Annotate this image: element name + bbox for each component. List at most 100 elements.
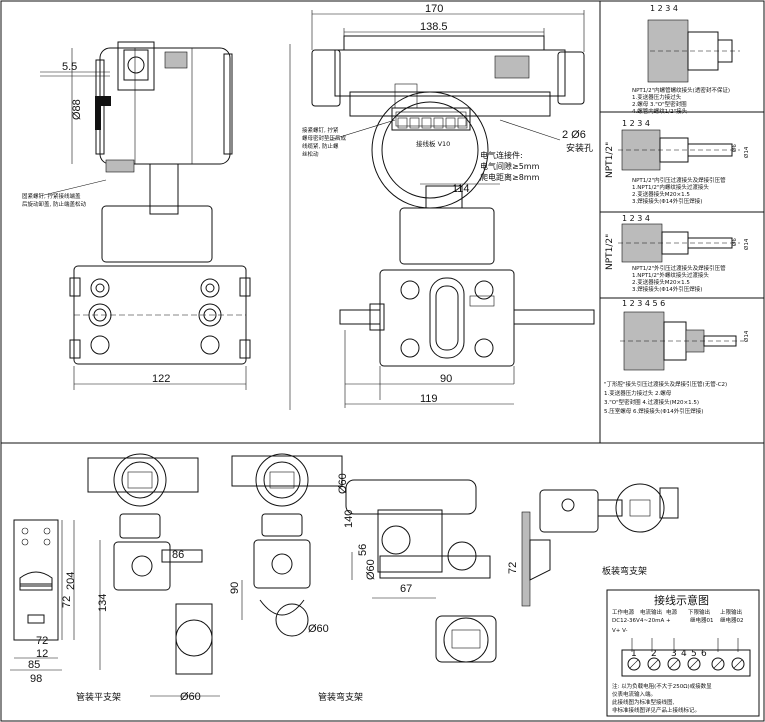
panel-3-line-1: NPT1/2"外引压过渡接头及焊接引压管	[632, 264, 726, 272]
dim-hole: 2 Ø6	[562, 129, 586, 141]
hole-label: 安装孔	[566, 142, 593, 154]
pipe-bend-bracket-drawing	[231, 453, 343, 637]
bracket-dim-67: 67	[400, 583, 412, 595]
plate-bend-bracket-drawing	[521, 483, 679, 607]
panel-2-dim: Ø14	[743, 146, 750, 158]
panel-4-line-2: 1.变送器压力接过头 2.螺母	[604, 389, 672, 397]
front-view	[289, 10, 595, 410]
wiring-diagram	[606, 589, 760, 717]
panel-3-dim: Ø14	[743, 238, 750, 250]
bracket-dim-72-bottom: 72	[36, 635, 48, 647]
panel-2-line-2: 1.NPT1/2"内螺纹接头过渡接头	[632, 183, 709, 191]
dim-5-5: 5.5	[62, 61, 77, 73]
panel-2-graphic	[618, 129, 740, 171]
bracket-dim-140: 140	[343, 510, 355, 528]
elec-title: 电气连接件:	[480, 150, 523, 160]
panel-2-nums: 1 2 3 4	[622, 119, 650, 128]
panel-2-line-3: 2.变送器接头M20×1.5	[632, 190, 690, 198]
panel-4-line-1: "丁形腔"接头引压过渡接头及焊接引压管(无管-C2)	[604, 380, 727, 388]
bracket-dim-60b: Ø60	[308, 623, 329, 635]
panel-3-side: NPT1/2"	[605, 234, 615, 270]
wiring-note-2: 仪表电流输入端。	[612, 690, 656, 698]
bracket-dim-134: 134	[97, 594, 109, 612]
wiring-title: 接线示意图	[654, 593, 709, 607]
wiring-row1-2: 电源	[666, 608, 678, 616]
panel-3-line-2: 1.NPT1/2"外螺纹接头过渡接头	[632, 271, 709, 279]
terminal-2: 2	[651, 649, 657, 659]
bracket-dim-56: 56	[357, 544, 369, 556]
front-note-4: 丝松动	[302, 150, 319, 158]
dim-114: 114	[452, 183, 470, 195]
side-view	[39, 41, 251, 390]
bracket-dim-60a: Ø60	[180, 691, 201, 703]
panel-1-line-3: 2.螺母 3."O"型密封圈	[632, 100, 687, 108]
dim-90: 90	[440, 373, 452, 385]
wiring-row1-1: 电流输出	[640, 608, 662, 616]
bracket-dim-72: 72	[61, 596, 73, 608]
dim-88: Ø88	[71, 99, 83, 120]
panel-4-graphic	[620, 311, 744, 371]
bracket-dim-90: 90	[229, 582, 241, 594]
wiring-note-4: 非标准接线图详见产品上接线标记。	[612, 706, 700, 714]
side-note-1: 固紧螺钉, 拧紧接线端盖	[22, 192, 81, 200]
terminal-6: 6	[701, 649, 707, 659]
wiring-note-1: 注: 以为负载电阻(不大于250Ω)或接数显	[612, 682, 712, 690]
panel-4-line-4: 5.压室螺母 6.焊接接头(Φ14外引压焊接)	[604, 407, 703, 415]
wiring-note-3: 此接线图为标准型接线图,	[612, 698, 675, 706]
wiring-row3: V+ V-	[612, 628, 628, 634]
bracket-dim-72c: 72	[507, 562, 519, 574]
bracket-dim-86: 86	[172, 549, 184, 561]
wiring-row2-4: 继电器02	[720, 616, 744, 624]
plate-bend-label: 板装弯支架	[602, 565, 647, 577]
bracket-dim-12: 12	[36, 648, 48, 660]
wiring-row2-2: +	[666, 618, 671, 624]
panel-3-nums: 1 2 3 4	[622, 214, 650, 223]
dim-122: 122	[152, 373, 170, 385]
bracket-dim-85: 85	[28, 659, 40, 671]
dim-170: 170	[425, 3, 443, 15]
elec-gap: 电气间隙≥5mm	[480, 161, 540, 171]
panel-3-graphic	[618, 223, 740, 263]
creep-distance: 爬电距离≥8mm	[480, 172, 540, 182]
front-note-2: 螺母密封垫压后成	[302, 134, 347, 142]
front-note-3: 线缆紧, 防止螺	[302, 142, 339, 150]
panel-3-line-3: 2.变送器接头M20×1.5	[632, 278, 690, 286]
panel-3-dim2: Ø6	[731, 238, 738, 246]
terminal-1: 1	[631, 649, 637, 659]
panel-3-line-4: 3.焊接接头(Φ14外引压焊接)	[632, 285, 702, 293]
wiring-row1-3: 下限输出	[688, 608, 710, 616]
pipe-flat-bracket-drawing	[10, 453, 220, 697]
terminal-3: 3	[671, 649, 677, 659]
front-note-1: 接紧螺钉, 拧紧	[302, 126, 339, 134]
panel-4-dim: Ø14	[743, 330, 750, 342]
wiring-row1-4: 上限输出	[720, 608, 742, 616]
wiring-row2-3: 继电器01	[690, 616, 714, 624]
panel-2-dim2: Ø6	[731, 144, 738, 152]
terminal-4: 4	[681, 649, 687, 659]
dim-119: 119	[420, 393, 438, 405]
bracket-dim-98: 98	[30, 673, 42, 685]
panel-1-graphic	[647, 19, 740, 83]
panel-2-line-1: NPT1/2"内引压过渡接头及焊接引压管	[632, 176, 726, 184]
panel-4-nums: 1 2 3 4 5 6	[622, 299, 665, 308]
bracket-dim-204: 204	[65, 572, 77, 590]
panel-2-line-4: 3.焊接接头(Φ14外引压焊接)	[632, 197, 702, 205]
pipe-flat-label: 管装平支架	[76, 691, 121, 703]
wiring-row2-0: DC12-36V	[612, 618, 640, 624]
panel-1-line-2: 1.变送器压力接过头	[632, 93, 682, 101]
panel-2-side: NPT1/2"	[605, 142, 615, 178]
dim-138-5: 138.5	[420, 21, 448, 33]
pipe-bend-label: 管装弯支架	[318, 691, 363, 703]
panel-1-nums: 1 2 3 4	[650, 4, 678, 13]
panel-1-line-4: 4.螺管内螺纹1/2"接头	[632, 107, 688, 115]
panel-4-line-3: 3."O"型密封圈 4.过渡接头(M20×1.5)	[604, 398, 699, 406]
bracket-dim-60c: Ø60	[337, 473, 349, 494]
panel-1-line-1: NPT1/2"内螺管螺纹接头(透密封不保证)	[632, 86, 730, 94]
wiring-row2-1: 4~20mA	[640, 618, 664, 624]
side-note-2: 后旋动卸盖, 防止端盖松动	[22, 200, 86, 208]
bend-bracket-front-drawing	[345, 479, 497, 663]
board-label: 接线板 V10	[416, 139, 450, 148]
terminal-5: 5	[691, 649, 697, 659]
